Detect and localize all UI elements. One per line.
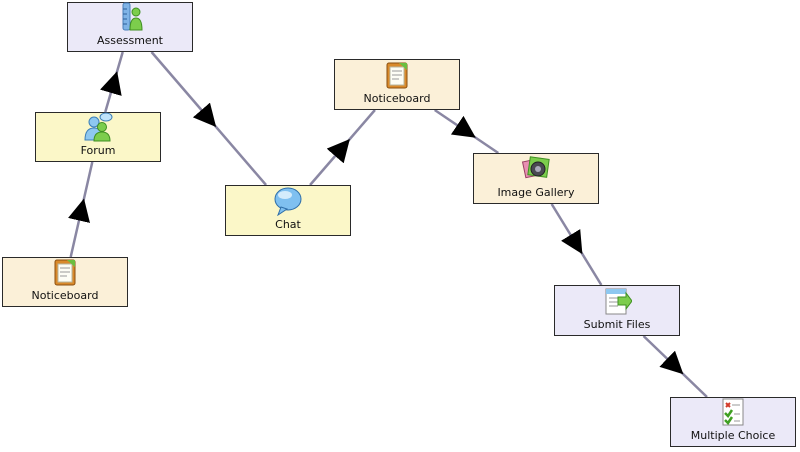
activity-label: Chat bbox=[275, 218, 301, 231]
activity-image-gallery[interactable]: Image Gallery bbox=[473, 153, 599, 204]
transition-arrow[interactable] bbox=[550, 203, 603, 286]
forum-icon bbox=[83, 112, 113, 142]
transition-arrow[interactable] bbox=[309, 109, 376, 186]
activity-submit-files[interactable]: Submit Files bbox=[554, 285, 680, 336]
noticeboard-icon bbox=[382, 60, 412, 90]
transition-arrow[interactable] bbox=[100, 51, 124, 113]
activity-label: Assessment bbox=[97, 34, 163, 47]
activity-label: Noticeboard bbox=[31, 289, 99, 302]
image-gallery-icon bbox=[521, 154, 551, 184]
activity-noticeboard[interactable]: Noticeboard bbox=[334, 59, 460, 110]
transition-arrow[interactable] bbox=[150, 51, 267, 186]
transition-arrow[interactable] bbox=[68, 161, 94, 258]
transition-arrow[interactable] bbox=[434, 108, 499, 155]
activity-label: Multiple Choice bbox=[690, 429, 776, 442]
activity-label: Image Gallery bbox=[497, 186, 575, 199]
activity-noticeboard[interactable]: Noticeboard bbox=[2, 257, 128, 307]
activity-forum[interactable]: Forum bbox=[35, 112, 161, 162]
activity-label: Submit Files bbox=[583, 318, 651, 331]
activity-label: Noticeboard bbox=[363, 92, 431, 105]
assessment-icon bbox=[115, 2, 145, 32]
noticeboard-icon bbox=[50, 257, 80, 287]
chat-icon bbox=[273, 186, 303, 216]
transition-arrow[interactable] bbox=[642, 335, 708, 398]
activity-assessment[interactable]: Assessment bbox=[67, 2, 193, 52]
activity-label: Forum bbox=[80, 144, 116, 157]
submit-files-icon bbox=[602, 286, 632, 316]
activity-multiple-choice[interactable]: Multiple Choice bbox=[670, 397, 796, 447]
multiple-choice-icon bbox=[718, 397, 748, 427]
activity-chat[interactable]: Chat bbox=[225, 185, 351, 236]
